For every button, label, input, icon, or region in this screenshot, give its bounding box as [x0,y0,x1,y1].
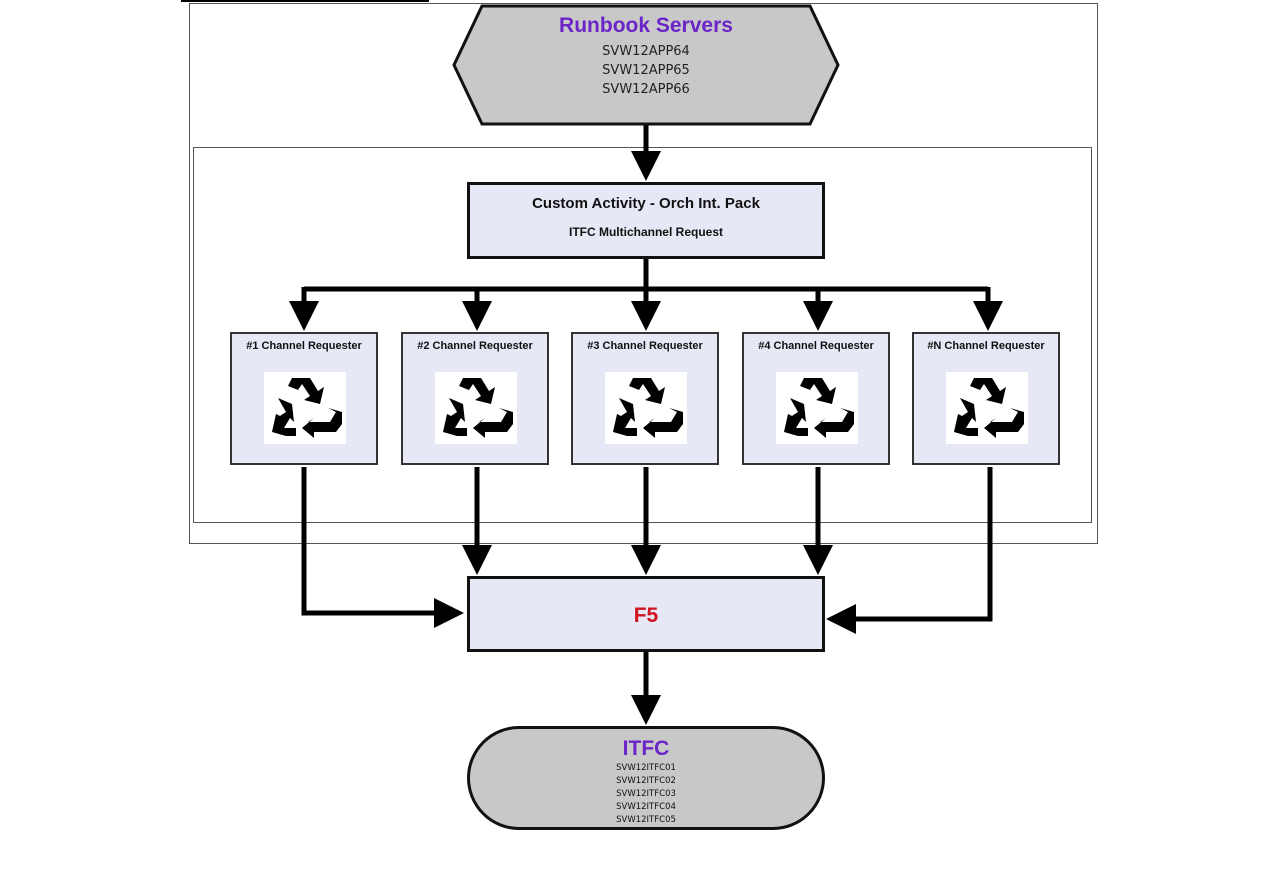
channel-requester-label: #3 Channel Requester [587,340,703,352]
arrow-chN-to-f5 [825,467,993,634]
custom-activity-node: Custom Activity - Orch Int. Pack ITFC Mu… [467,182,825,259]
runbook-server-1: SVW12APP64 [602,44,690,59]
itfc-server-4: SVW12ITFC04 [616,802,676,812]
channel-requester-4: #4 Channel Requester [742,332,890,465]
custom-activity-subtitle: ITFC Multichannel Request [568,225,723,239]
runbook-server-2: SVW12APP65 [602,63,690,78]
channel-requester-label: #1 Channel Requester [246,340,362,352]
recycle-icon [946,372,1028,444]
itfc-server-5: SVW12ITFC05 [616,815,676,825]
f5-label: F5 [633,604,659,627]
channel-requester-2: #2 Channel Requester [401,332,549,465]
channel-requester-label: #4 Channel Requester [758,340,874,352]
runbook-title: Runbook Servers [559,14,733,37]
channel-requester-label: #2 Channel Requester [417,340,533,352]
f5-node: F5 [467,576,825,652]
arrow-ch1-to-f5 [301,467,465,628]
itfc-server-3: SVW12ITFC03 [616,789,676,799]
channel-requester-label: #N Channel Requester [927,340,1045,352]
top-divider [181,0,429,2]
channel-requester-n: #N Channel Requester [912,332,1060,465]
custom-activity-title: Custom Activity - Orch Int. Pack [532,195,760,212]
itfc-title: ITFC [622,737,670,760]
itfc-server-2: SVW12ITFC02 [616,776,676,786]
inner-frame [193,147,1092,523]
channel-requester-3: #3 Channel Requester [571,332,719,465]
runbook-server-3: SVW12APP66 [602,82,690,97]
channel-requester-1: #1 Channel Requester [230,332,378,465]
recycle-icon [776,372,858,444]
recycle-icon [605,372,687,444]
recycle-icon [435,372,517,444]
runbook-servers-node: Runbook Servers SVW12APP64 SVW12APP65 SV… [452,4,840,126]
recycle-icon [264,372,346,444]
itfc-node: ITFC SVW12ITFC01 SVW12ITFC02 SVW12ITFC03… [467,726,825,830]
itfc-server-1: SVW12ITFC01 [616,763,676,773]
